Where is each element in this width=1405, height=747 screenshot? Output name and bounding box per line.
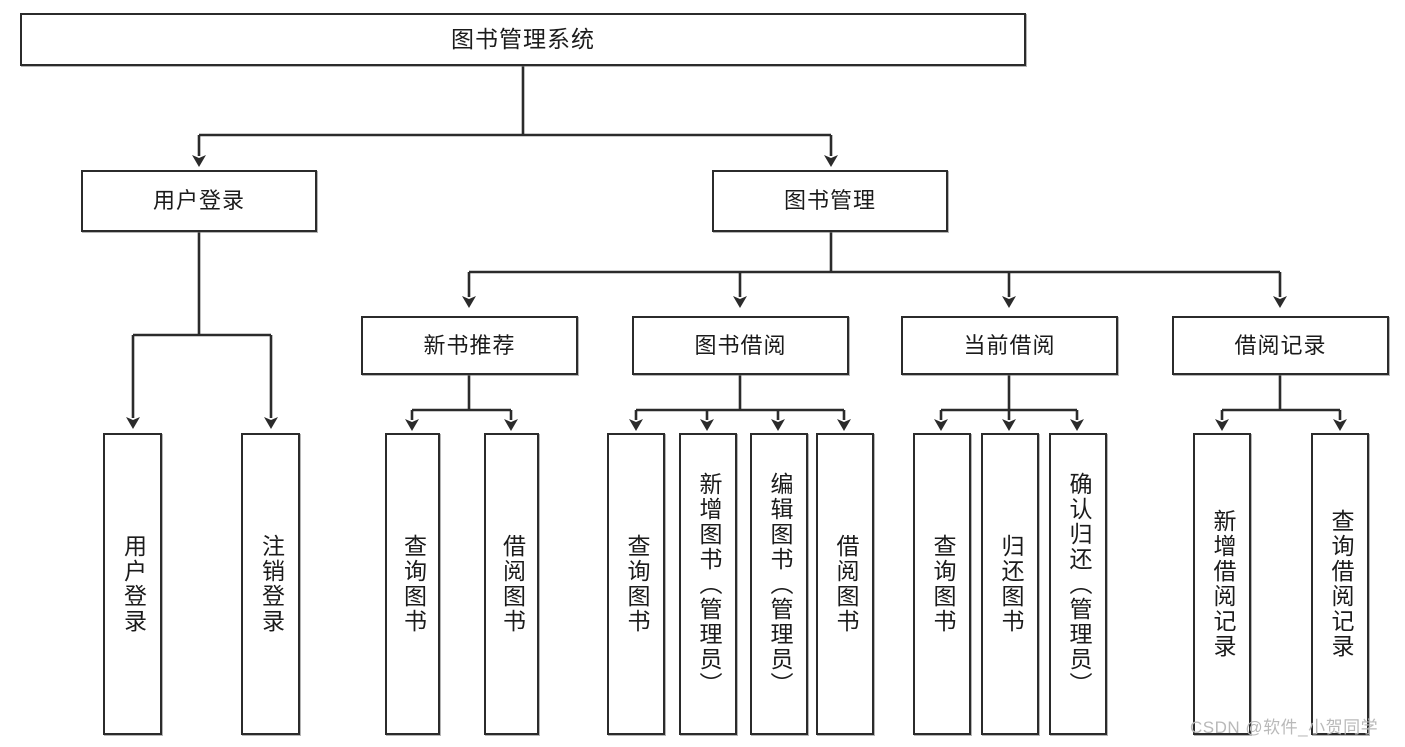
leaf-borrow-query-book-label: 查询图书 bbox=[623, 534, 650, 634]
node-book-management-label: 图书管理 bbox=[783, 188, 876, 214]
leaf-user-login-label: 用户登录 bbox=[120, 534, 147, 634]
leaf-borrow-borrow-book-label: 借阅图书 bbox=[832, 534, 859, 634]
leaf-user-logout[interactable]: 注销登录 bbox=[241, 433, 300, 735]
leaf-recommend-query-book-label: 查询图书 bbox=[400, 534, 427, 634]
node-new-book-recommend-label: 新书推荐 bbox=[423, 332, 516, 358]
leaf-current-confirm-return-admin-label: 确认归还（管理员） bbox=[1065, 471, 1092, 697]
leaf-record-add-record-label: 新增借阅记录 bbox=[1209, 509, 1236, 659]
leaf-current-query-book-label: 查询图书 bbox=[929, 534, 956, 634]
node-new-book-recommend[interactable]: 新书推荐 bbox=[361, 316, 578, 375]
leaf-recommend-borrow-book[interactable]: 借阅图书 bbox=[484, 433, 539, 735]
leaf-current-return-book-label: 归还图书 bbox=[997, 534, 1024, 634]
node-user-login[interactable]: 用户登录 bbox=[81, 170, 317, 232]
leaf-borrow-query-book[interactable]: 查询图书 bbox=[607, 433, 665, 735]
leaf-record-add-record[interactable]: 新增借阅记录 bbox=[1193, 433, 1251, 735]
leaf-borrow-add-book-admin-label: 新增图书（管理员） bbox=[695, 471, 722, 697]
leaf-borrow-add-book-admin[interactable]: 新增图书（管理员） bbox=[679, 433, 737, 735]
leaf-current-return-book[interactable]: 归还图书 bbox=[981, 433, 1039, 735]
leaf-recommend-borrow-book-label: 借阅图书 bbox=[499, 534, 526, 634]
node-borrow-record[interactable]: 借阅记录 bbox=[1172, 316, 1389, 375]
node-book-borrow-label: 图书借阅 bbox=[694, 332, 787, 358]
leaf-user-login[interactable]: 用户登录 bbox=[103, 433, 162, 735]
leaf-borrow-borrow-book[interactable]: 借阅图书 bbox=[816, 433, 874, 735]
node-current-borrow-label: 当前借阅 bbox=[963, 332, 1056, 358]
leaf-record-query-record[interactable]: 查询借阅记录 bbox=[1311, 433, 1369, 735]
node-root-label: 图书管理系统 bbox=[451, 25, 595, 52]
leaf-recommend-query-book[interactable]: 查询图书 bbox=[385, 433, 440, 735]
leaf-borrow-edit-book-admin[interactable]: 编辑图书（管理员） bbox=[750, 433, 808, 735]
leaf-current-query-book[interactable]: 查询图书 bbox=[913, 433, 971, 735]
node-user-login-label: 用户登录 bbox=[152, 188, 245, 214]
leaf-record-query-record-label: 查询借阅记录 bbox=[1327, 509, 1354, 659]
node-root[interactable]: 图书管理系统 bbox=[20, 13, 1026, 66]
node-borrow-record-label: 借阅记录 bbox=[1234, 332, 1327, 358]
leaf-user-logout-label: 注销登录 bbox=[258, 534, 285, 634]
leaf-current-confirm-return-admin[interactable]: 确认归还（管理员） bbox=[1049, 433, 1107, 735]
node-current-borrow[interactable]: 当前借阅 bbox=[901, 316, 1118, 375]
leaf-borrow-edit-book-admin-label: 编辑图书（管理员） bbox=[766, 471, 793, 697]
node-book-management[interactable]: 图书管理 bbox=[712, 170, 948, 232]
node-book-borrow[interactable]: 图书借阅 bbox=[632, 316, 849, 375]
